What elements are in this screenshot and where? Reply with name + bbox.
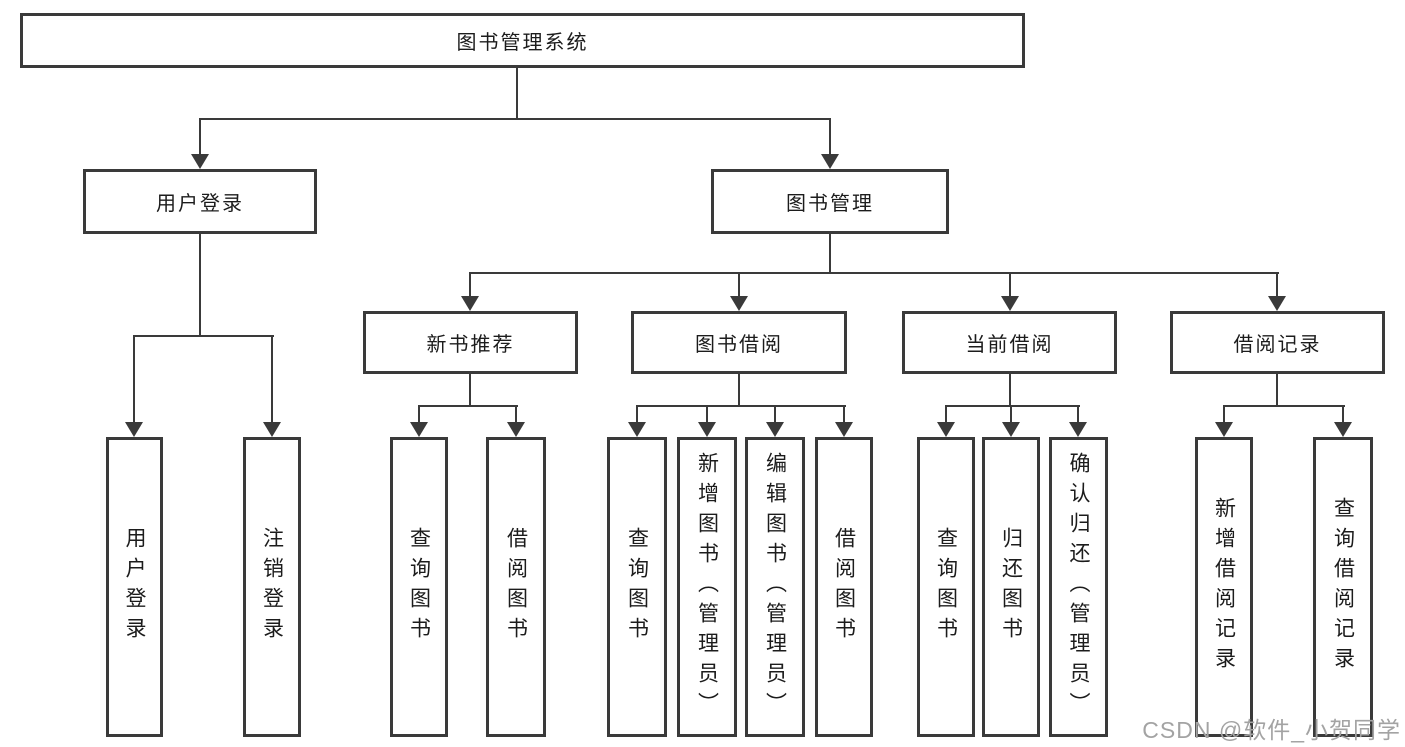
leaf-query-borrow-record: 查询借阅记录 <box>1313 437 1373 737</box>
leaf-query-books-current: 查询图书 <box>917 437 975 737</box>
arrow-down-icon <box>1001 296 1019 311</box>
connector-line <box>469 272 471 300</box>
node-label: 借阅记录 <box>1233 334 1322 356</box>
connector-line <box>738 272 740 300</box>
arrow-down-icon <box>937 422 955 437</box>
node-label: 查询图书 <box>407 527 431 647</box>
node-label: 新增借阅记录 <box>1212 497 1236 677</box>
node-label: 归还图书 <box>999 527 1023 647</box>
connector-line <box>1276 272 1278 300</box>
node-label: 注销登录 <box>260 527 284 647</box>
connector-line <box>134 335 274 337</box>
leaf-edit-books-admin: 编辑图书（管理员） <box>745 437 805 737</box>
connector-line <box>1224 405 1345 407</box>
connector-line <box>946 405 1080 407</box>
connector-line <box>516 68 518 120</box>
connector-line <box>1009 374 1011 407</box>
connector-line <box>515 405 517 424</box>
arrow-down-icon <box>1002 422 1020 437</box>
connector-line <box>1009 272 1011 300</box>
connector-line <box>271 335 273 424</box>
arrow-down-icon <box>507 422 525 437</box>
connector-line <box>1342 405 1344 424</box>
node-library-management-system: 图书管理系统 <box>20 13 1025 68</box>
node-label: 图书借阅 <box>695 334 783 356</box>
connector-line <box>469 374 471 407</box>
arrow-down-icon <box>1215 422 1233 437</box>
node-label: 查询借阅记录 <box>1331 497 1355 677</box>
connector-line <box>829 234 831 274</box>
arrow-down-icon <box>461 296 479 311</box>
arrow-down-icon <box>410 422 428 437</box>
node-borrowing-records: 借阅记录 <box>1170 311 1385 374</box>
leaf-logout: 注销登录 <box>243 437 301 737</box>
leaf-query-books-recommend: 查询图书 <box>390 437 448 737</box>
node-label: 确认归还（管理员） <box>1067 452 1090 722</box>
arrow-down-icon <box>1268 296 1286 311</box>
node-label: 图书管理 <box>786 193 874 215</box>
arrow-down-icon <box>628 422 646 437</box>
connector-line <box>1276 374 1278 407</box>
leaf-borrow-books: 借阅图书 <box>815 437 873 737</box>
node-label: 查询图书 <box>625 527 649 647</box>
node-label: 查询图书 <box>934 527 958 647</box>
connector-line <box>637 405 846 407</box>
node-label: 编辑图书（管理员） <box>763 452 787 722</box>
node-label: 借阅图书 <box>832 527 856 647</box>
node-user-login: 用户登录 <box>83 169 317 234</box>
arrow-down-icon <box>821 154 839 169</box>
connector-line <box>636 405 638 424</box>
node-label: 新增图书（管理员） <box>695 452 719 722</box>
leaf-return-books: 归还图书 <box>982 437 1040 737</box>
node-current-borrowing: 当前借阅 <box>902 311 1117 374</box>
connector-line <box>419 405 518 407</box>
connector-line <box>1223 405 1225 424</box>
connector-line <box>843 405 845 424</box>
leaf-confirm-return-admin: 确认归还（管理员） <box>1049 437 1108 737</box>
connector-line <box>1010 405 1012 424</box>
connector-line <box>199 234 201 337</box>
connector-line <box>133 335 135 424</box>
connector-line <box>738 374 740 407</box>
watermark: CSDN @软件_小贺同学 <box>1142 717 1401 743</box>
connector-line <box>199 118 201 156</box>
node-label: 图书管理系统 <box>456 32 589 54</box>
connector-line <box>706 405 708 424</box>
arrow-down-icon <box>1334 422 1352 437</box>
connector-line <box>829 118 831 156</box>
leaf-add-borrow-record: 新增借阅记录 <box>1195 437 1253 737</box>
connector-line <box>1077 405 1079 424</box>
arrow-down-icon <box>1069 422 1087 437</box>
connector-line <box>945 405 947 424</box>
leaf-add-books-admin: 新增图书（管理员） <box>677 437 737 737</box>
node-label: 当前借阅 <box>965 334 1054 356</box>
arrow-down-icon <box>766 422 784 437</box>
arrow-down-icon <box>698 422 716 437</box>
connector-line <box>470 272 1279 274</box>
leaf-borrow-books-recommend: 借阅图书 <box>486 437 546 737</box>
node-label: 用户登录 <box>156 193 244 215</box>
node-label: 新书推荐 <box>426 334 515 356</box>
node-book-management: 图书管理 <box>711 169 949 234</box>
arrow-down-icon <box>730 296 748 311</box>
arrow-down-icon <box>835 422 853 437</box>
node-label: 用户登录 <box>123 527 146 647</box>
connector-line <box>418 405 420 424</box>
node-label: 借阅图书 <box>504 527 528 647</box>
connector-line <box>199 118 831 120</box>
leaf-query-books-borrowing: 查询图书 <box>607 437 667 737</box>
connector-line <box>774 405 776 424</box>
arrow-down-icon <box>125 422 143 437</box>
arrow-down-icon <box>191 154 209 169</box>
leaf-user-login: 用户登录 <box>106 437 163 737</box>
node-book-borrowing: 图书借阅 <box>631 311 847 374</box>
arrow-down-icon <box>263 422 281 437</box>
node-new-book-recommend: 新书推荐 <box>363 311 578 374</box>
